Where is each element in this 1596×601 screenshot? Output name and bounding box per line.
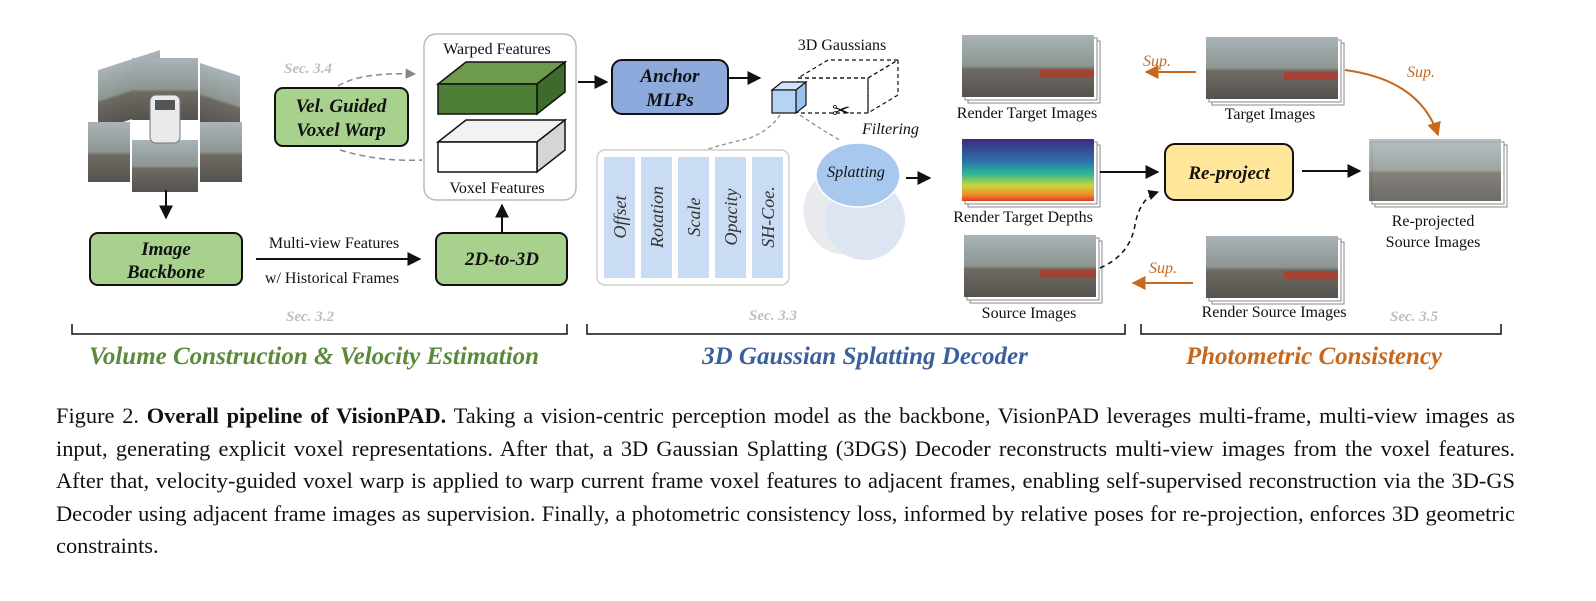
voxel-features-label: Voxel Features: [449, 180, 544, 197]
param-rotation-bar: [641, 157, 672, 278]
splatting-ellipses: Splatting: [803, 142, 905, 260]
reprojected-label-2: Source Images: [1386, 234, 1481, 251]
scissors-icon: ✂: [832, 99, 850, 124]
param-scale-bar: [678, 157, 709, 278]
target-images-label: Target Images: [1225, 106, 1316, 123]
figure-caption: Figure 2. Overall pipeline of VisionPAD.…: [56, 400, 1515, 563]
voxel-warp-label-1: Vel. Guided: [296, 96, 387, 117]
render-target-images-label: Render Target Images: [957, 105, 1097, 122]
param-shcoe-bar: [752, 157, 783, 278]
filtering-label: Filtering: [861, 121, 919, 138]
dashed-voxel-to-warp: [339, 149, 423, 162]
render-source-images-label: Render Source Images: [1202, 304, 1347, 321]
decoder-bracket: [586, 324, 1126, 335]
reprojected-label-1: Re-projected: [1392, 213, 1475, 230]
param-shcoe-label: SH-Coe.: [758, 186, 778, 248]
anchor-mlps-box: Anchor MLPs: [611, 59, 729, 115]
multi-view-features-label: Multi-view Features: [269, 235, 399, 252]
splatting-label: Splatting: [827, 164, 885, 181]
figure-label: Figure 2.: [56, 403, 139, 428]
2d-to-3d-label: 2D-to-3D: [464, 249, 539, 270]
decoder-group-title: 3D Gaussian Splatting Decoder: [701, 343, 1028, 370]
target-images-thumb: [1206, 37, 1345, 106]
reproject-label: Re-project: [1187, 163, 1270, 184]
render-target-images-thumb: [962, 35, 1101, 104]
param-opacity-bar: [715, 157, 746, 278]
dashed-warp-to-warped: [337, 68, 417, 87]
sup-label-reprojected: Sup.: [1407, 64, 1435, 81]
warped-feature-cube: [435, 60, 568, 116]
gaussian-volume: [770, 58, 901, 115]
gaussian-parameters-panel: Offset Rotation Scale Opacity SH-Coe.: [596, 149, 790, 286]
2d-to-3d-box: 2D-to-3D: [435, 232, 568, 286]
param-offset-bar: [604, 157, 635, 278]
historical-frames-label: w/ Historical Frames: [265, 270, 399, 287]
voxel-warp-label-2: Voxel Warp: [296, 120, 386, 141]
image-backbone-box: Image Backbone: [89, 232, 243, 286]
pipeline-diagram: Image Backbone Multi-view Features w/ Hi…: [71, 33, 1508, 370]
section-3-4-label: Sec. 3.4: [284, 61, 332, 77]
sup-arrow-reprojected: [1344, 69, 1441, 137]
section-3-5-label: Sec. 3.5: [1390, 309, 1438, 325]
anchor-mlps-label-1: Anchor: [639, 66, 700, 87]
dashed-source-to-reproject: [1099, 190, 1159, 269]
dashed-gaussian-to-params: [704, 114, 781, 151]
reprojected-source-thumb: [1369, 139, 1508, 208]
param-scale-label: Scale: [684, 198, 704, 237]
feature-volume-panel: Warped Features Voxel Features: [423, 33, 577, 201]
volume-group-title: Volume Construction & Velocity Estimatio…: [89, 343, 539, 370]
photometric-group-title: Photometric Consistency: [1185, 343, 1443, 370]
volume-bracket: [71, 324, 568, 335]
figure-caption-body: Taking a vision-centric perception model…: [56, 403, 1515, 558]
render-target-depths-label: Render Target Depths: [953, 209, 1093, 226]
image-backbone-label-2: Backbone: [126, 262, 206, 283]
param-opacity-label: Opacity: [721, 189, 741, 246]
source-images-thumb: [964, 235, 1103, 304]
image-backbone-label-1: Image: [140, 239, 191, 260]
anchor-mlps-label-2: MLPs: [645, 90, 694, 111]
photometric-bracket: [1140, 324, 1502, 335]
dashed-gaussian-to-splat: [799, 114, 841, 141]
voxel-warp-box: Vel. Guided Voxel Warp: [274, 87, 409, 147]
render-source-images-thumb: [1206, 236, 1345, 305]
sup-label-target: Sup.: [1143, 53, 1171, 70]
figure-bold-title: Overall pipeline of VisionPAD.: [146, 403, 447, 428]
surround-view-images: [88, 50, 242, 192]
param-offset-label: Offset: [610, 195, 630, 239]
sup-label-source: Sup.: [1149, 260, 1177, 277]
warped-features-label: Warped Features: [443, 41, 551, 58]
param-rotation-label: Rotation: [647, 186, 667, 249]
voxel-feature-cube: [435, 118, 568, 174]
3d-gaussians-label: 3D Gaussians: [798, 37, 886, 54]
section-3-3-label: Sec. 3.3: [749, 308, 797, 324]
source-images-label: Source Images: [982, 305, 1077, 322]
render-target-depths-thumb: [962, 139, 1101, 208]
reproject-box: Re-project: [1164, 143, 1294, 201]
section-3-2-label: Sec. 3.2: [286, 309, 334, 325]
